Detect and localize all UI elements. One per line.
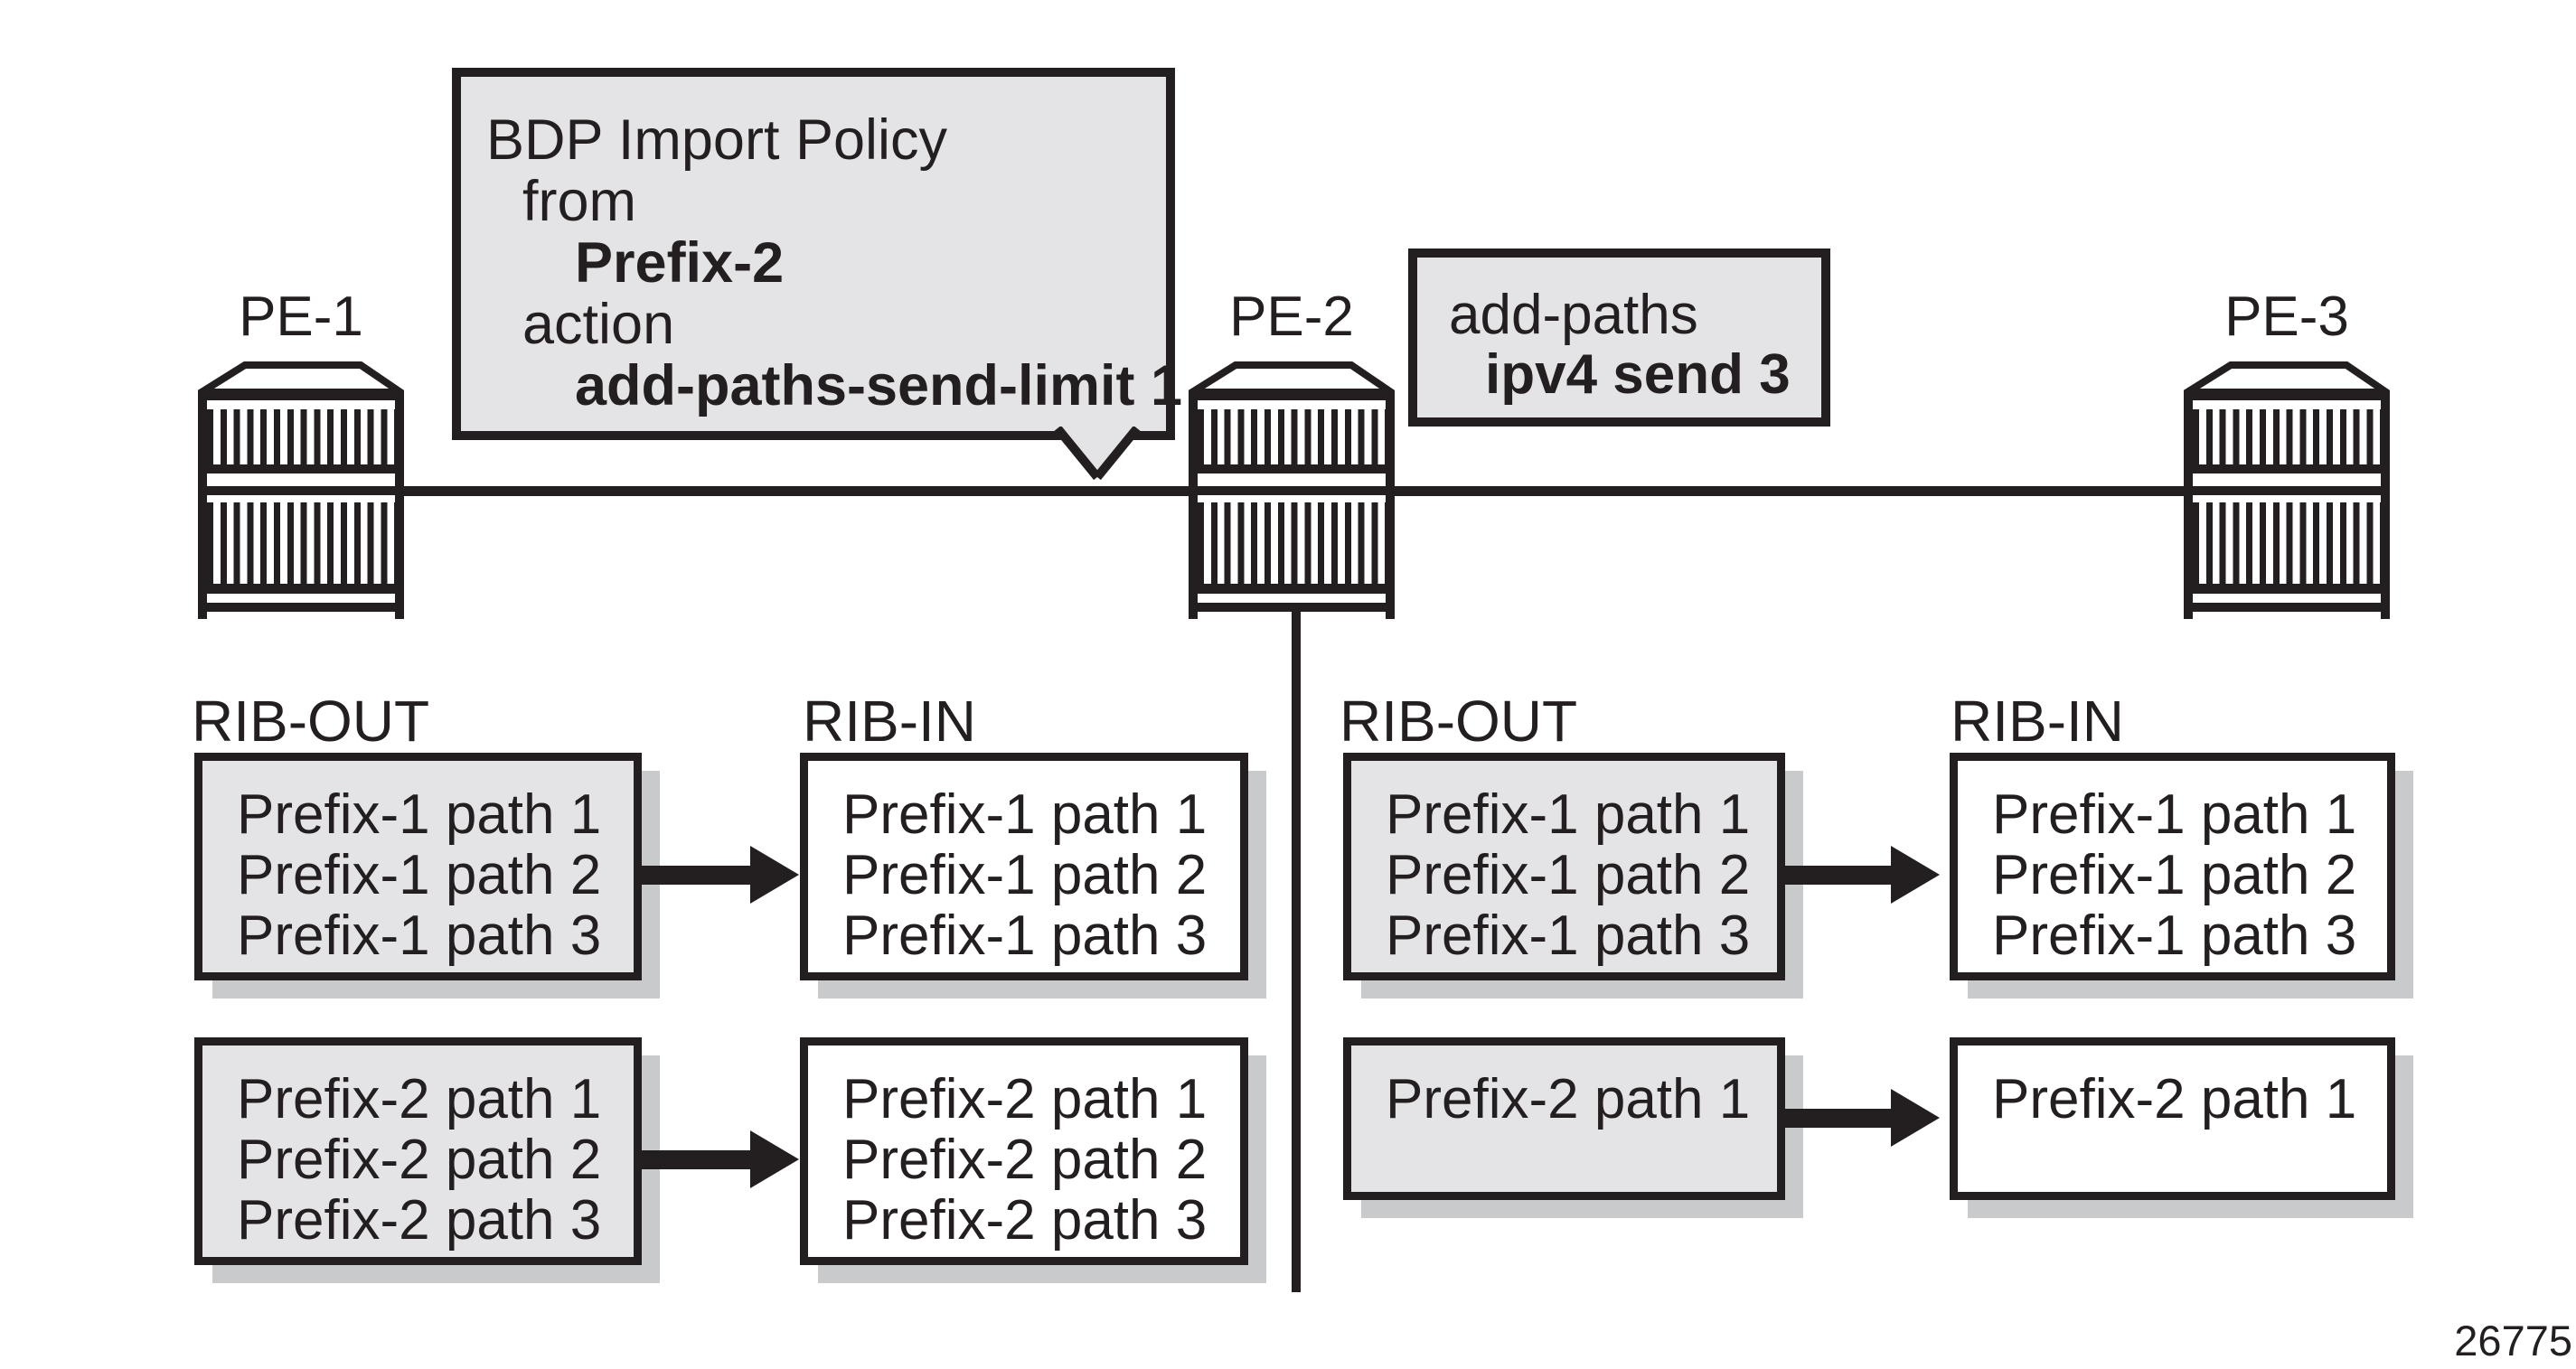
callout-line: add-paths-send-limit 1 bbox=[575, 354, 1183, 417]
rib-entry: Prefix-2 path 1 bbox=[842, 1068, 1208, 1130]
rib-entry: Prefix-1 path 2 bbox=[842, 844, 1208, 906]
rib-entry: Prefix-1 path 3 bbox=[1992, 905, 2357, 967]
rib-in-box-right-prefix1: Prefix-1 path 1 Prefix-1 path 2 Prefix-1… bbox=[1950, 753, 2395, 980]
pe2-label: PE-2 bbox=[1229, 286, 1354, 348]
arrow-left-prefix1 bbox=[638, 846, 799, 904]
callout-line: BDP Import Policy bbox=[486, 108, 947, 172]
router-icon-pe2: PE-2 bbox=[1189, 289, 1395, 619]
rib-entry: Prefix-1 path 1 bbox=[1992, 783, 2357, 846]
figure-number: 26775 bbox=[2454, 1317, 2572, 1364]
rib-in-box-left-prefix1: Prefix-1 path 1 Prefix-1 path 2 Prefix-1… bbox=[800, 753, 1248, 980]
bgp-import-policy-callout: BDP Import Policy from Prefix-2 action a… bbox=[452, 68, 1183, 440]
rib-entry: Prefix-1 path 2 bbox=[1992, 844, 2357, 906]
rib-entry: Prefix-2 path 3 bbox=[842, 1189, 1208, 1252]
rib-entry: Prefix-2 path 1 bbox=[1992, 1068, 2357, 1130]
callout-tail bbox=[1054, 427, 1141, 481]
rib-entry: Prefix-2 path 3 bbox=[237, 1189, 602, 1252]
rib-entry: Prefix-2 path 2 bbox=[237, 1129, 602, 1191]
rib-entry: Prefix-1 path 1 bbox=[237, 783, 602, 846]
rib-entry: Prefix-1 path 2 bbox=[237, 844, 602, 906]
callout-line: action bbox=[522, 293, 675, 356]
rib-in-label-right: RIB-IN bbox=[1951, 689, 2124, 754]
pe1-label: PE-1 bbox=[239, 286, 363, 348]
callout-line: Prefix-2 bbox=[575, 231, 785, 295]
rib-out-box-right-prefix1: Prefix-1 path 1 Prefix-1 path 2 Prefix-1… bbox=[1343, 753, 1785, 980]
pe3-label: PE-3 bbox=[2224, 286, 2349, 348]
rib-out-box-left-prefix1: Prefix-1 path 1 Prefix-1 path 2 Prefix-1… bbox=[194, 753, 642, 980]
add-paths-line: add-paths bbox=[1449, 284, 1698, 346]
callout-line: from bbox=[522, 170, 636, 233]
add-paths-config-box: add-paths ipv4 send 3 bbox=[1408, 248, 1830, 427]
rib-entry: Prefix-1 path 1 bbox=[1386, 783, 1751, 846]
rib-entry: Prefix-2 path 1 bbox=[1386, 1068, 1751, 1130]
arrow-right-prefix2 bbox=[1779, 1089, 1940, 1147]
rib-in-box-left-prefix2: Prefix-2 path 1 Prefix-2 path 2 Prefix-2… bbox=[800, 1037, 1248, 1265]
rib-out-box-left-prefix2: Prefix-2 path 1 Prefix-2 path 2 Prefix-2… bbox=[194, 1037, 642, 1265]
rib-out-box-right-prefix2: Prefix-2 path 1 bbox=[1343, 1037, 1785, 1200]
add-paths-line: ipv4 send 3 bbox=[1485, 343, 1791, 406]
rib-out-label-right: RIB-OUT bbox=[1340, 689, 1578, 754]
rib-entry: Prefix-1 path 3 bbox=[237, 905, 602, 967]
rib-entry: Prefix-1 path 3 bbox=[1386, 905, 1751, 967]
rib-entry: Prefix-1 path 3 bbox=[842, 905, 1208, 967]
rib-out-label-left: RIB-OUT bbox=[192, 689, 430, 754]
rib-entry: Prefix-1 path 2 bbox=[1386, 844, 1751, 906]
rib-entry: Prefix-1 path 1 bbox=[842, 783, 1208, 846]
rib-in-label-left: RIB-IN bbox=[803, 689, 976, 754]
router-icon-pe1: PE-1 bbox=[198, 289, 404, 619]
rib-entry: Prefix-2 path 2 bbox=[842, 1129, 1208, 1191]
router-icon-pe3: PE-3 bbox=[2184, 289, 2390, 619]
pe2-divider-line bbox=[1292, 607, 1301, 1292]
rib-entry: Prefix-2 path 1 bbox=[237, 1068, 602, 1130]
arrow-right-prefix1 bbox=[1779, 846, 1940, 904]
arrow-left-prefix2 bbox=[638, 1130, 799, 1188]
rib-in-box-right-prefix2: Prefix-2 path 1 bbox=[1950, 1037, 2395, 1200]
